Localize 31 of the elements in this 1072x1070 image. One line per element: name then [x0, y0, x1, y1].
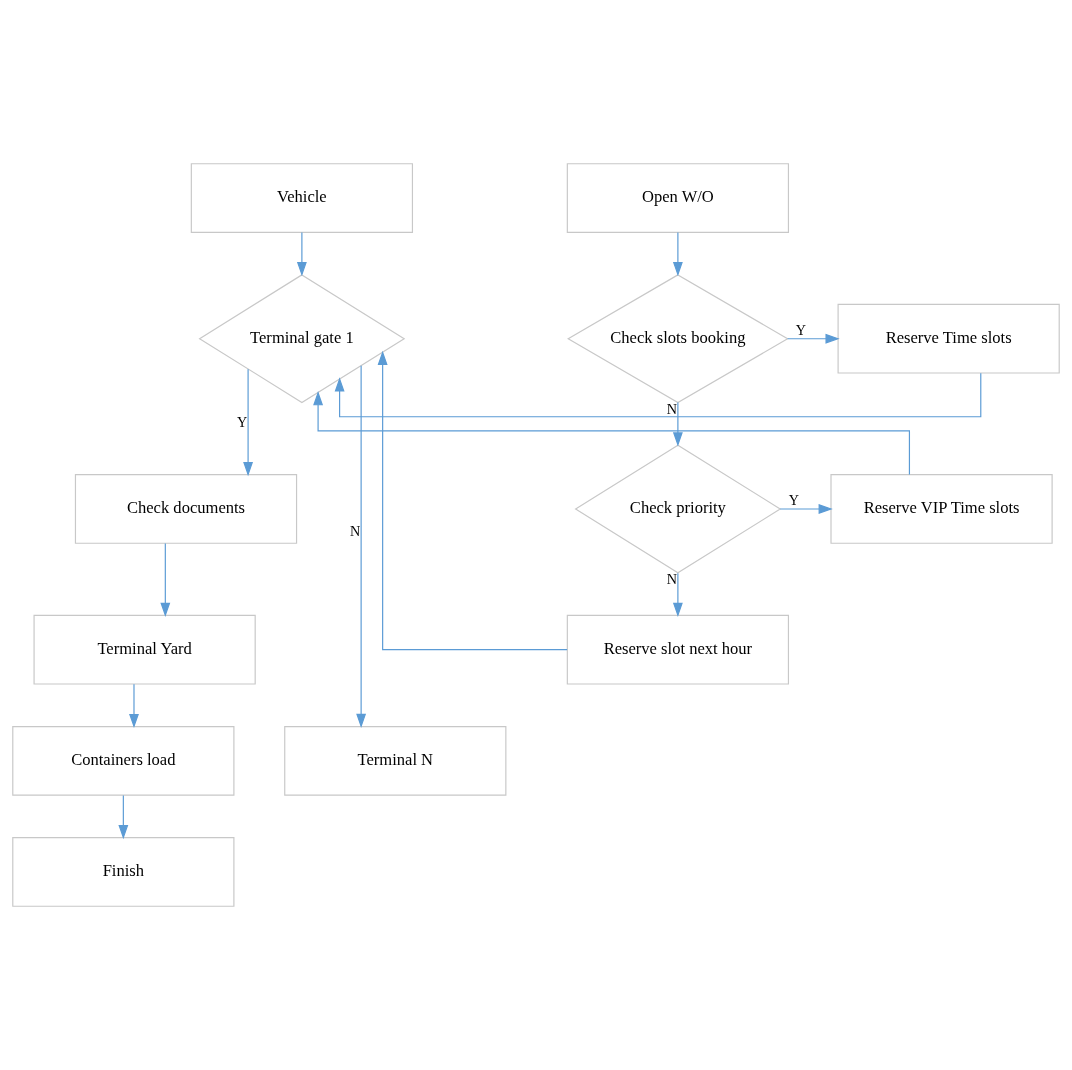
arrow [334, 372, 982, 418]
node-box: Terminal N [284, 725, 507, 796]
node-box: Reserve Time slots [837, 303, 1060, 374]
arrow [243, 368, 254, 477]
arrow [356, 365, 367, 729]
node-box: Containers load [12, 725, 235, 796]
arrow [118, 794, 129, 840]
arrow [296, 231, 307, 277]
node-box: Terminal Yard [33, 614, 256, 685]
edge-label: Y [237, 414, 248, 431]
arrow [672, 402, 683, 447]
node-box: Reserve slot next hour [566, 614, 790, 685]
arrow [377, 350, 568, 651]
edge-label: Y [788, 491, 799, 508]
node-box: Reserve VIP Time slots [830, 474, 1053, 544]
arrow [779, 504, 833, 514]
arrow [787, 333, 840, 344]
arrow [160, 542, 171, 617]
arrow [129, 683, 139, 729]
arrow [672, 572, 683, 617]
node-diamond: Check slots booking [567, 274, 789, 404]
edge-label: Y [795, 321, 807, 338]
node-box: Finish [12, 837, 235, 907]
edge-label: N [666, 571, 678, 588]
edge-label: N [350, 523, 361, 540]
node-box: Vehicle [190, 163, 414, 233]
arrow [313, 391, 910, 476]
node-box: Check documents [74, 474, 298, 544]
node-box: Open W/O [566, 163, 790, 233]
arrow [672, 231, 683, 277]
node-diamond: Check priority [574, 444, 782, 574]
